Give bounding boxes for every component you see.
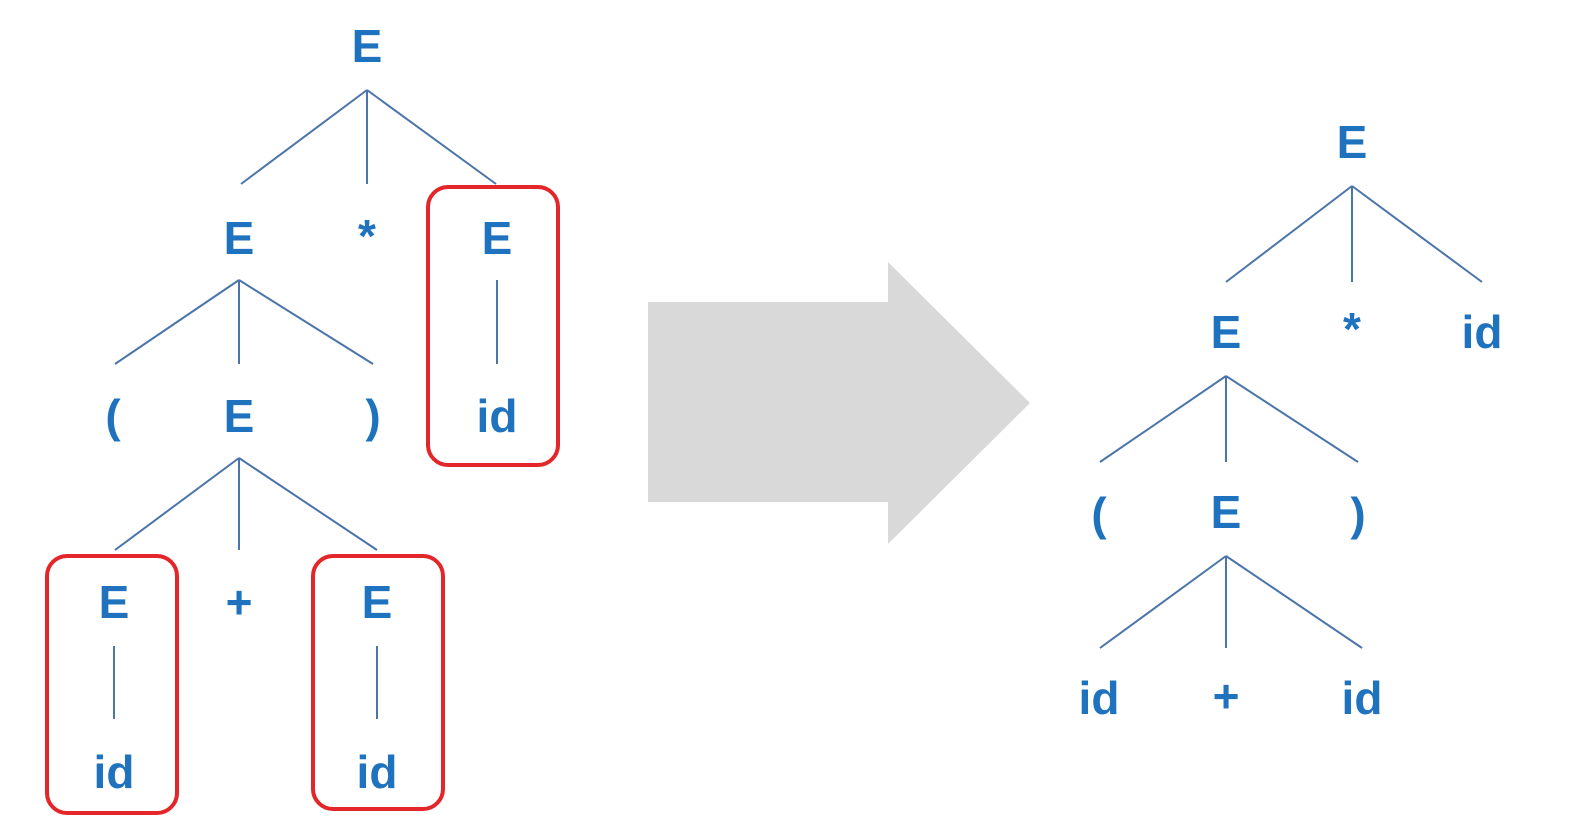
highlight-box-e-a — [45, 554, 179, 815]
highlight-boxes — [45, 185, 560, 815]
right-tree-edges — [1099, 185, 1483, 649]
left-id-a-node: id — [94, 746, 135, 798]
right-star-node: * — [1343, 303, 1361, 355]
left-parse-tree: E E * E ( E ) id E + E id id — [45, 20, 560, 815]
left-id-right-node: id — [477, 390, 518, 442]
left-root-node: E — [352, 20, 383, 72]
edge — [366, 89, 497, 185]
highlight-box-e-right — [426, 185, 560, 467]
edge — [1225, 555, 1363, 649]
right-plus-node: + — [1213, 670, 1240, 722]
edge — [238, 457, 378, 551]
edge — [114, 279, 240, 365]
right-lparen-node: ( — [1091, 488, 1107, 540]
right-id-a-node: id — [1079, 672, 1120, 724]
right-e-left-node: E — [1211, 306, 1242, 358]
left-plus-node: + — [226, 576, 253, 628]
right-rparen-node: ) — [1350, 488, 1365, 540]
right-root-node: E — [1337, 116, 1368, 168]
left-e-mid-node: E — [224, 390, 255, 442]
left-e-b-node: E — [362, 576, 393, 628]
left-id-b-node: id — [357, 746, 398, 798]
edge — [240, 89, 368, 185]
left-e-left-node: E — [224, 212, 255, 264]
edge — [114, 457, 240, 551]
right-arrow-icon — [648, 262, 1030, 544]
left-rparen-node: ) — [365, 390, 380, 442]
edge — [1225, 375, 1359, 463]
left-e-a-node: E — [99, 576, 130, 628]
edge — [1225, 185, 1353, 283]
left-star-node: * — [358, 210, 376, 262]
right-parse-tree: E E * id ( E ) id + id — [1079, 116, 1503, 724]
left-e-right-node: E — [482, 212, 513, 264]
edge — [1099, 555, 1227, 649]
right-e-mid-node: E — [1211, 486, 1242, 538]
right-id-b-node: id — [1342, 672, 1383, 724]
right-id-top-node: id — [1462, 306, 1503, 358]
highlight-box-e-b — [311, 554, 445, 811]
edge — [238, 279, 374, 365]
edge — [1099, 375, 1227, 463]
left-tree-edges — [113, 89, 498, 719]
edge — [1351, 185, 1483, 283]
left-lparen-node: ( — [105, 390, 121, 442]
